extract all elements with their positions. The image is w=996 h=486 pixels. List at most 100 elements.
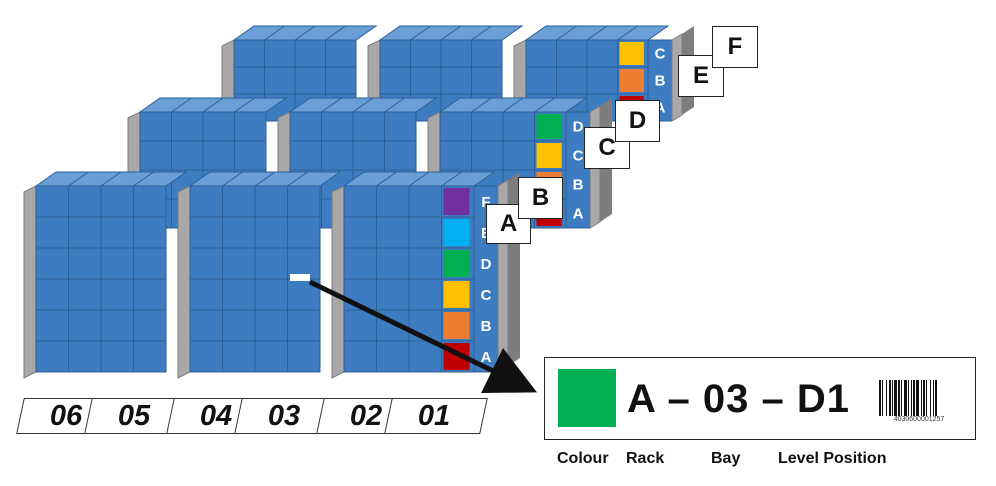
storage-cell bbox=[408, 340, 442, 373]
storage-cell bbox=[376, 216, 410, 249]
storage-cell bbox=[440, 39, 472, 68]
storage-cell bbox=[264, 39, 296, 68]
storage-cell bbox=[384, 111, 417, 142]
storage-cell bbox=[556, 66, 588, 95]
storage-cell bbox=[189, 309, 223, 342]
storage-cell bbox=[440, 66, 472, 95]
storage-cell bbox=[471, 111, 504, 142]
bay-label-02: 02 bbox=[349, 400, 383, 432]
bay-label-05: 05 bbox=[117, 400, 151, 432]
storage-cell bbox=[68, 278, 102, 311]
level-colour-D bbox=[443, 250, 470, 277]
storage-cell bbox=[133, 216, 167, 249]
storage-cell bbox=[408, 278, 442, 311]
level-letter-F: F bbox=[481, 194, 490, 211]
storage-cell bbox=[222, 309, 256, 342]
storage-cell bbox=[471, 66, 503, 95]
storage-cell bbox=[343, 340, 377, 373]
storage-cell bbox=[325, 39, 357, 68]
storage-cell bbox=[222, 247, 256, 280]
storage-cell bbox=[343, 185, 377, 218]
storage-cell bbox=[287, 340, 321, 373]
storage-cell bbox=[68, 340, 102, 373]
level-colour-C bbox=[536, 143, 562, 168]
location-label-card: A – 03 – D1 4030600001257 bbox=[544, 357, 976, 440]
storage-cell bbox=[68, 185, 102, 218]
storage-cell bbox=[189, 278, 223, 311]
storage-cell bbox=[376, 278, 410, 311]
storage-cell bbox=[139, 111, 172, 142]
location-code: A – 03 – D1 bbox=[627, 377, 850, 421]
storage-cell bbox=[294, 66, 326, 95]
storage-cell bbox=[376, 340, 410, 373]
colour-swatch bbox=[558, 369, 616, 427]
storage-cell bbox=[222, 185, 256, 218]
storage-cell bbox=[287, 309, 321, 342]
storage-cell bbox=[35, 340, 69, 373]
storage-cell bbox=[376, 247, 410, 280]
rack-letter-F: F bbox=[712, 26, 758, 68]
level-colour-E bbox=[443, 219, 470, 246]
storage-cell bbox=[408, 247, 442, 280]
storage-cell bbox=[502, 140, 535, 171]
storage-cell bbox=[171, 111, 204, 142]
storage-cell bbox=[234, 111, 267, 142]
storage-cell bbox=[233, 39, 265, 68]
storage-cell bbox=[35, 309, 69, 342]
level-colour-B bbox=[443, 312, 470, 339]
storage-cell bbox=[264, 66, 296, 95]
level-letter-B: B bbox=[655, 72, 666, 89]
storage-cell bbox=[471, 140, 504, 171]
storage-cell bbox=[202, 111, 235, 142]
storage-cell bbox=[556, 39, 588, 68]
legend-rack: Rack bbox=[626, 450, 665, 467]
storage-cell bbox=[254, 185, 288, 218]
level-colour-D bbox=[536, 114, 562, 139]
storage-cell bbox=[189, 247, 223, 280]
storage-cell bbox=[408, 216, 442, 249]
storage-cell bbox=[384, 140, 417, 171]
storage-cell bbox=[100, 278, 134, 311]
storage-cell bbox=[68, 309, 102, 342]
level-colour-F bbox=[443, 188, 470, 215]
storage-cell bbox=[133, 278, 167, 311]
storage-cell bbox=[139, 140, 172, 171]
storage-cell bbox=[68, 247, 102, 280]
storage-cell bbox=[189, 185, 223, 218]
storage-cell bbox=[439, 111, 472, 142]
storage-cell bbox=[294, 39, 326, 68]
bay-label-06: 06 bbox=[49, 400, 83, 432]
storage-cell bbox=[343, 247, 377, 280]
storage-cell bbox=[289, 140, 322, 171]
storage-cell bbox=[352, 111, 385, 142]
bay-label-01: 01 bbox=[417, 400, 451, 432]
level-letter-B: B bbox=[573, 177, 584, 194]
storage-cell bbox=[379, 66, 411, 95]
storage-cell bbox=[100, 185, 134, 218]
level-letter-C: C bbox=[655, 45, 666, 62]
storage-cell bbox=[222, 278, 256, 311]
storage-cell bbox=[471, 39, 503, 68]
storage-cell bbox=[35, 247, 69, 280]
legend-level-position: Level Position bbox=[778, 450, 887, 467]
barcode-number: 4030600001257 bbox=[893, 416, 945, 423]
storage-cell bbox=[379, 39, 411, 68]
storage-cell bbox=[289, 111, 322, 142]
storage-cell bbox=[68, 216, 102, 249]
storage-cell bbox=[222, 340, 256, 373]
bay-label-03: 03 bbox=[267, 400, 301, 432]
storage-cell bbox=[287, 185, 321, 218]
storage-cell bbox=[100, 216, 134, 249]
storage-cell bbox=[254, 216, 288, 249]
level-letter-C: C bbox=[573, 148, 584, 165]
legend-bay: Bay bbox=[711, 450, 741, 467]
storage-cell bbox=[410, 39, 442, 68]
level-letter-A: A bbox=[655, 99, 666, 116]
storage-cell bbox=[408, 185, 442, 218]
storage-cell bbox=[525, 66, 557, 95]
rack-letter-D: D bbox=[615, 100, 660, 142]
storage-cell bbox=[343, 216, 377, 249]
level-letter-B: B bbox=[481, 318, 492, 335]
storage-cell bbox=[189, 216, 223, 249]
rack-end-panel bbox=[23, 185, 37, 379]
